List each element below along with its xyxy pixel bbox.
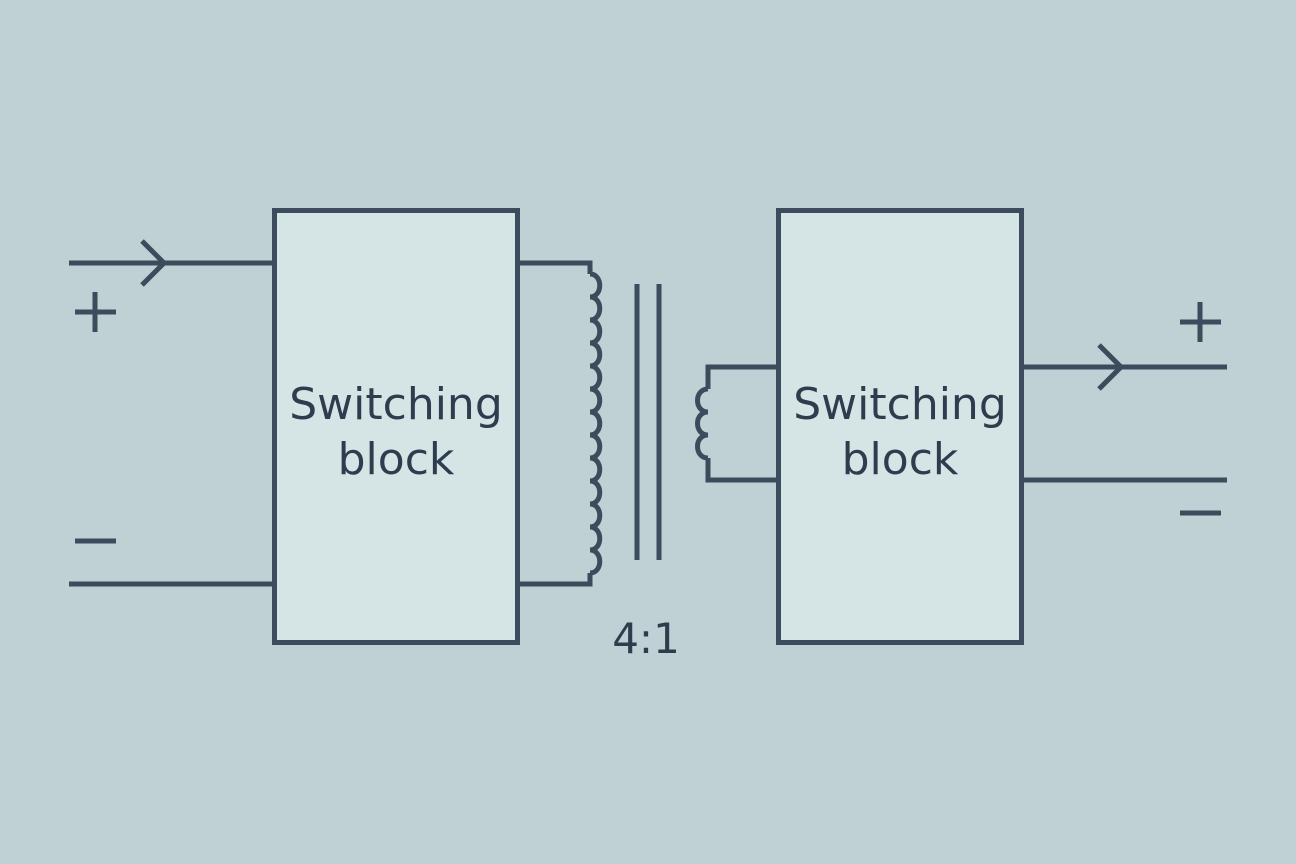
right-block-label-line1: Switching xyxy=(793,379,1007,430)
output-terminals xyxy=(1021,302,1227,516)
input-plus-sign xyxy=(75,292,116,332)
left-switching-block: Switching block xyxy=(272,208,520,645)
output-plus-sign xyxy=(1180,302,1221,342)
left-block-box xyxy=(272,208,520,645)
secondary-bottom-lead xyxy=(705,458,779,483)
turns-ratio-label: 4:1 xyxy=(612,614,680,663)
transformer-core xyxy=(634,284,662,560)
primary-bottom-lead xyxy=(517,573,593,587)
secondary-top-lead xyxy=(705,364,779,389)
left-block-label-line1: Switching xyxy=(289,379,503,430)
primary-top-lead xyxy=(517,260,593,274)
output-current-arrow xyxy=(1097,343,1125,391)
left-block-label-line2: block xyxy=(338,434,455,485)
right-block-label-line2: block xyxy=(842,434,959,485)
primary-coil xyxy=(589,271,603,576)
transformer-secondary xyxy=(695,364,779,483)
secondary-coil xyxy=(695,386,709,461)
transformer-primary xyxy=(517,260,603,587)
input-current-arrow xyxy=(140,239,168,287)
right-switching-block: Switching block xyxy=(776,208,1024,645)
right-block-box xyxy=(776,208,1024,645)
input-terminals xyxy=(69,239,276,587)
